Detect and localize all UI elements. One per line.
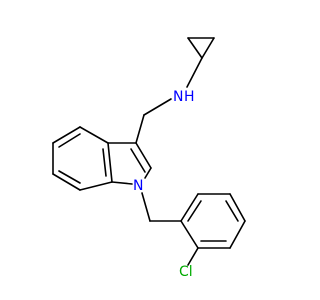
bond-c6-c7-double [58,170,81,184]
molecule-structure: N H N Cl [52,37,246,280]
bond-c7-c7a [79,181,113,191]
bond-ring-chlorine [187,247,199,266]
bond-cyclopropyl-nh [186,57,203,88]
bond-c4-c5-double [58,133,81,148]
indole-benzene-ring [52,126,113,191]
bond-c7a-c3a [107,142,113,183]
indole-nitrogen-label: N [133,178,143,194]
bond-c3-c2-double [130,148,146,173]
chlorophenyl-ring [180,193,246,249]
bond-c2-n1 [144,167,152,179]
bond-cyclopropyl-1 [201,37,215,59]
bond-c3a-c7a-double [102,148,107,177]
bond-ph-double-2 [225,200,239,222]
chlorine-label: Cl [179,264,193,280]
bond-ph-3 [229,193,246,222]
bond-methylene-c3 [135,114,145,144]
amine-nitrogen-label: N [173,89,183,105]
bond-ph-6 [180,220,199,249]
bond-ph-1 [180,193,199,222]
bond-c3a-c4 [79,126,109,144]
pyrrole-ring [107,142,152,185]
bond-cyclopropyl-3 [187,37,203,59]
bond-n1-benzyl [141,192,151,222]
bond-c4-c5 [52,126,81,144]
bond-nh-methylene [143,98,172,116]
amine-hydrogen-label: H [184,89,195,105]
cyclopropyl-ring [187,37,215,59]
bond-ph-double-1 [187,200,202,222]
bond-c6-c7 [52,173,81,191]
bond-c3-c2 [135,142,152,169]
structure-drawing: N H N Cl [52,37,246,280]
bond-n1-c7a [111,181,133,185]
bond-ph-4 [229,220,246,249]
